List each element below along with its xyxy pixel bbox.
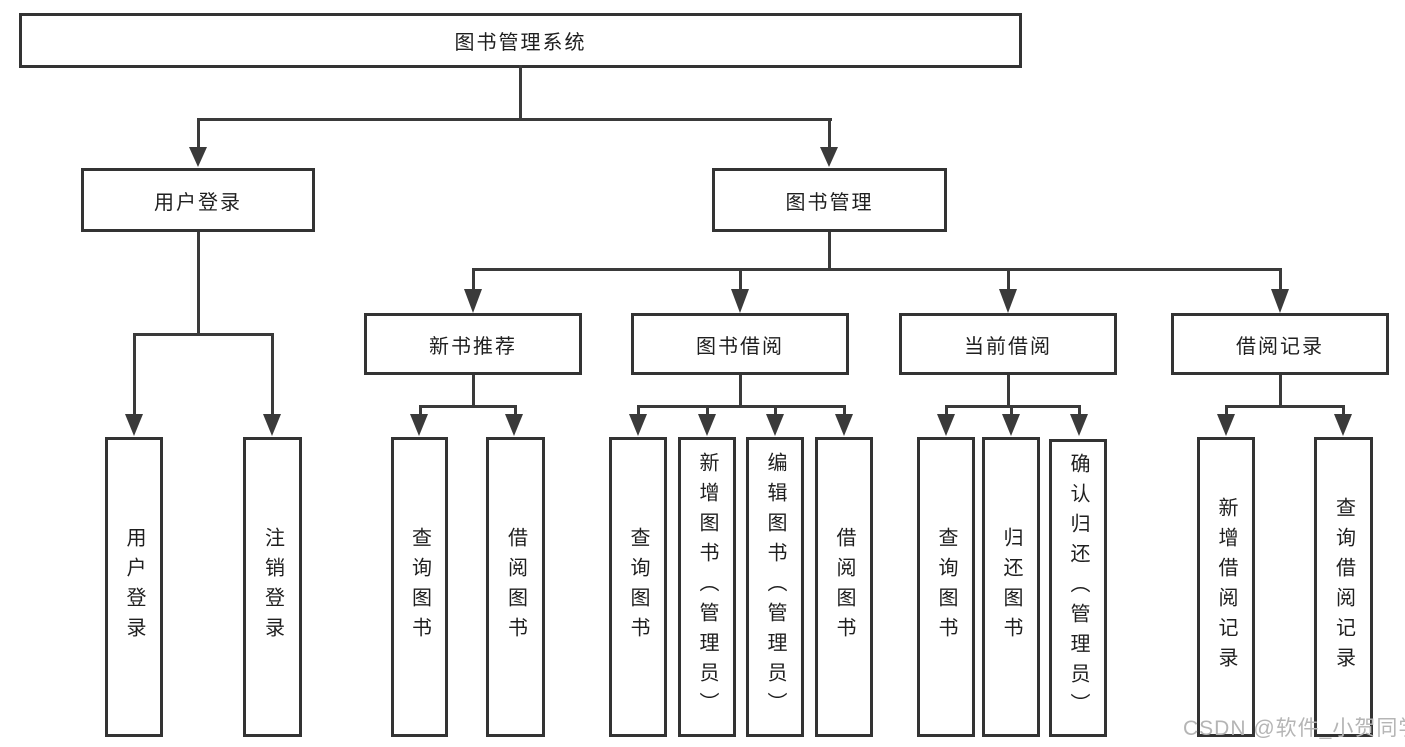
node-label: 编辑图书（管理员） [764, 452, 786, 722]
leaf-logout: 注销登录 [243, 437, 302, 737]
node-label: 归还图书 [1000, 527, 1022, 647]
connector-line [1078, 405, 1081, 416]
node-book-borrow: 图书借阅 [631, 313, 849, 375]
arrow-down-icon [937, 414, 955, 436]
connector-line [1279, 375, 1282, 407]
leaf-confirm-return-admin: 确认归还（管理员） [1049, 439, 1107, 737]
node-root: 图书管理系统 [19, 13, 1022, 68]
connector-line [519, 65, 522, 121]
node-label: 用户登录 [123, 527, 145, 647]
leaf-borrow-books: 借阅图书 [815, 437, 873, 737]
node-label: 新书推荐 [429, 335, 517, 358]
arrow-down-icon [505, 414, 523, 436]
node-label: 借阅图书 [833, 527, 855, 647]
connector-line [472, 268, 475, 291]
leaf-user-login: 用户登录 [105, 437, 163, 737]
arrow-down-icon [1271, 289, 1289, 313]
leaf-query-books-borrow: 查询图书 [609, 437, 667, 737]
leaf-query-books-current: 查询图书 [917, 437, 975, 737]
leaf-add-book-admin: 新增图书（管理员） [678, 437, 736, 737]
node-label: 用户登录 [154, 191, 242, 214]
node-label: 图书借阅 [696, 335, 784, 358]
node-label: 确认归还（管理员） [1067, 453, 1089, 723]
arrow-down-icon [766, 414, 784, 436]
arrow-down-icon [731, 289, 749, 313]
node-label: 查询图书 [627, 527, 649, 647]
connector-line [197, 118, 832, 121]
arrow-down-icon [189, 147, 207, 167]
connector-line [419, 405, 517, 408]
node-current-borrow: 当前借阅 [899, 313, 1117, 375]
node-label: 借阅记录 [1236, 335, 1324, 358]
connector-line [197, 232, 200, 336]
connector-line [1010, 405, 1013, 416]
arrow-down-icon [698, 414, 716, 436]
connector-line [472, 268, 1282, 271]
connector-line [945, 405, 948, 416]
node-book-management: 图书管理 [712, 168, 947, 232]
node-label: 查询图书 [935, 527, 957, 647]
node-label: 借阅图书 [504, 527, 527, 647]
connector-line [843, 405, 846, 416]
connector-line [1225, 405, 1345, 408]
connector-line [472, 375, 475, 407]
node-label: 图书管理 [785, 191, 874, 214]
node-label: 图书管理系统 [454, 32, 587, 54]
leaf-add-borrow-record: 新增借阅记录 [1197, 437, 1255, 737]
node-label: 注销登录 [261, 527, 284, 647]
leaf-borrow-books-recommend: 借阅图书 [486, 437, 545, 737]
node-user-login: 用户登录 [81, 168, 315, 232]
connector-line [197, 120, 200, 148]
arrow-down-icon [263, 414, 281, 436]
connector-line [514, 405, 517, 416]
node-label: 新增借阅记录 [1215, 497, 1237, 677]
connector-line [133, 333, 274, 336]
connector-line [1007, 268, 1010, 291]
connector-line [706, 405, 709, 416]
arrow-down-icon [999, 289, 1017, 313]
leaf-return-books: 归还图书 [982, 437, 1040, 737]
connector-line [1225, 405, 1228, 416]
arrow-down-icon [1334, 414, 1352, 436]
node-borrow-records: 借阅记录 [1171, 313, 1389, 375]
arrow-down-icon [820, 147, 838, 167]
connector-line [828, 232, 831, 271]
arrow-down-icon [464, 289, 482, 313]
node-label: 当前借阅 [964, 335, 1052, 358]
connector-line [637, 405, 640, 416]
connector-line [1342, 405, 1345, 416]
connector-line [1279, 268, 1282, 291]
arrow-down-icon [125, 414, 143, 436]
connector-line [945, 405, 1081, 408]
leaf-query-borrow-record: 查询借阅记录 [1314, 437, 1373, 737]
arrow-down-icon [1002, 414, 1020, 436]
connector-line [739, 268, 742, 291]
arrow-down-icon [629, 414, 647, 436]
leaf-query-books-recommend: 查询图书 [391, 437, 448, 737]
connector-line [133, 333, 136, 414]
connector-line [739, 375, 742, 407]
arrow-down-icon [835, 414, 853, 436]
node-new-book-recommend: 新书推荐 [364, 313, 582, 375]
arrow-down-icon [1070, 414, 1088, 436]
node-label: 查询借阅记录 [1332, 497, 1355, 677]
connector-line [637, 405, 846, 408]
node-label: 查询图书 [408, 527, 431, 647]
leaf-edit-book-admin: 编辑图书（管理员） [746, 437, 804, 737]
node-label: 新增图书（管理员） [696, 452, 718, 722]
watermark: CSDN @软件_小贺同学 [1183, 717, 1405, 740]
connector-line [419, 405, 422, 416]
connector-line [774, 405, 777, 416]
arrow-down-icon [1217, 414, 1235, 436]
connector-line [1007, 375, 1010, 407]
connector-line [828, 120, 831, 148]
connector-line [271, 333, 274, 414]
arrow-down-icon [410, 414, 428, 436]
